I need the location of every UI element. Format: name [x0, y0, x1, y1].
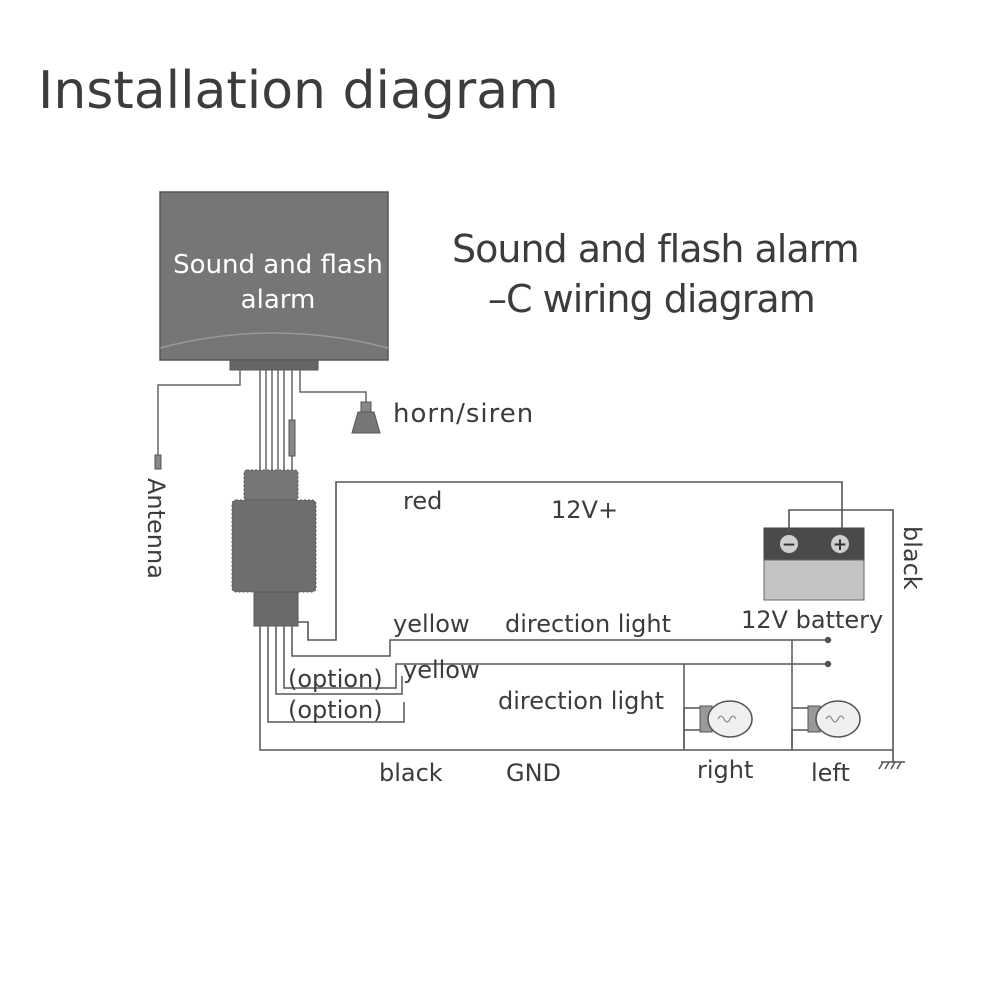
- antenna-label: Antenna: [142, 478, 170, 579]
- relay-block: [231, 469, 317, 627]
- yellow-label-2: yellow: [403, 656, 480, 684]
- direction-light-label-2: direction light: [498, 687, 664, 715]
- option-label-2: (option): [288, 696, 383, 724]
- battery: − +: [763, 527, 865, 601]
- antenna: [154, 370, 241, 470]
- wire-bundle: [259, 370, 296, 470]
- battery-label: 12V battery: [741, 606, 883, 634]
- direction-light-label-1: direction light: [505, 610, 671, 638]
- battery-positive-terminal: [831, 535, 849, 553]
- ground-icon: [878, 761, 905, 770]
- alarm-unit-label-line2: alarm: [241, 285, 316, 315]
- battery-negative-terminal: [780, 535, 798, 553]
- gnd-label: GND: [506, 759, 561, 787]
- black-battery-wire: [788, 509, 894, 762]
- alarm-unit: Sound and flash alarm: [159, 191, 389, 371]
- black-vertical-label: black: [898, 526, 926, 590]
- red-wire: [298, 481, 843, 641]
- battery-positive-sign: +: [833, 535, 847, 555]
- right-bulb-icon: [683, 700, 753, 738]
- option-label-1: (option): [288, 665, 383, 693]
- horn-icon: [351, 401, 381, 434]
- black-bottom-label: black: [379, 759, 443, 787]
- yellow-label-1: yellow: [393, 610, 470, 638]
- battery-negative-sign: −: [782, 535, 796, 555]
- left-label: left: [811, 759, 850, 787]
- red-label: red: [403, 487, 442, 515]
- voltage-label: 12V+: [551, 496, 618, 524]
- diagram-title-line2: –C wiring diagram: [488, 277, 815, 321]
- page-title: Installation diagram: [38, 61, 559, 121]
- right-label: right: [697, 756, 753, 784]
- gnd-wire: [259, 626, 893, 751]
- option-wires: [267, 626, 405, 723]
- horn-wire: [299, 370, 367, 402]
- diagram-title-line1: Sound and flash alarm: [452, 227, 859, 271]
- alarm-unit-label-line1: Sound and flash: [173, 250, 383, 280]
- horn-label: horn/siren: [393, 399, 534, 429]
- left-bulb-icon: [792, 700, 861, 738]
